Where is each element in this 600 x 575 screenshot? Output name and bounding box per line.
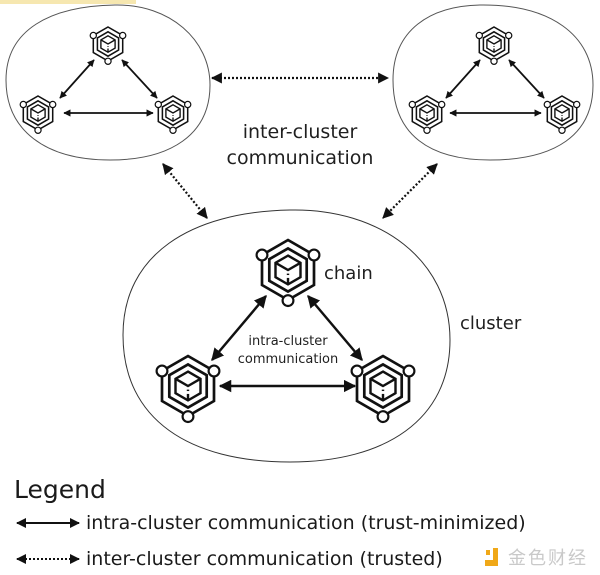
legend-item-inter: inter-cluster communication (trusted) [14, 546, 443, 572]
inter-cluster-label-line2: communication [227, 147, 374, 169]
intra-arrows-bottom [211, 295, 363, 393]
chain-node [255, 238, 321, 308]
inter-cluster-label-line1: inter-cluster [243, 121, 358, 143]
legend-label-intra: intra-cluster communication (trust-minim… [86, 512, 526, 534]
cluster-top-left [5, 4, 211, 161]
legend-title: Legend [14, 475, 106, 504]
inter-cluster-arrow-right [382, 163, 438, 219]
cluster-bottom [122, 209, 451, 463]
cluster-top-right [392, 4, 594, 161]
chain-node [543, 95, 581, 135]
legend-item-intra: intra-cluster communication (trust-minim… [14, 510, 526, 536]
intra-cluster-label-line2: communication [238, 352, 339, 367]
top-highlight-bar [0, 0, 136, 4]
chain-node [89, 26, 127, 66]
legend-label-inter: inter-cluster communication (trusted) [86, 548, 443, 570]
chain-node [154, 95, 192, 135]
chain-label: chain [324, 263, 373, 284]
intra-arrows-top-left [59, 59, 158, 117]
watermark-text: 金色财经 [508, 548, 588, 569]
dotted-double-arrow-icon [16, 554, 80, 564]
chain-node [155, 354, 221, 424]
chain-node [408, 95, 446, 135]
chain-node [19, 95, 57, 135]
cluster-label: cluster [460, 313, 522, 334]
intra-cluster-label-line1: intra-cluster [248, 334, 328, 349]
intra-arrows-top-right [445, 59, 545, 117]
solid-double-arrow-icon [16, 518, 80, 528]
chain-node [350, 354, 416, 424]
inter-cluster-arrow-left [162, 163, 208, 219]
watermark-logo-icon [484, 546, 500, 568]
watermark: 金色财经 [484, 544, 588, 570]
chain-node [475, 26, 513, 66]
